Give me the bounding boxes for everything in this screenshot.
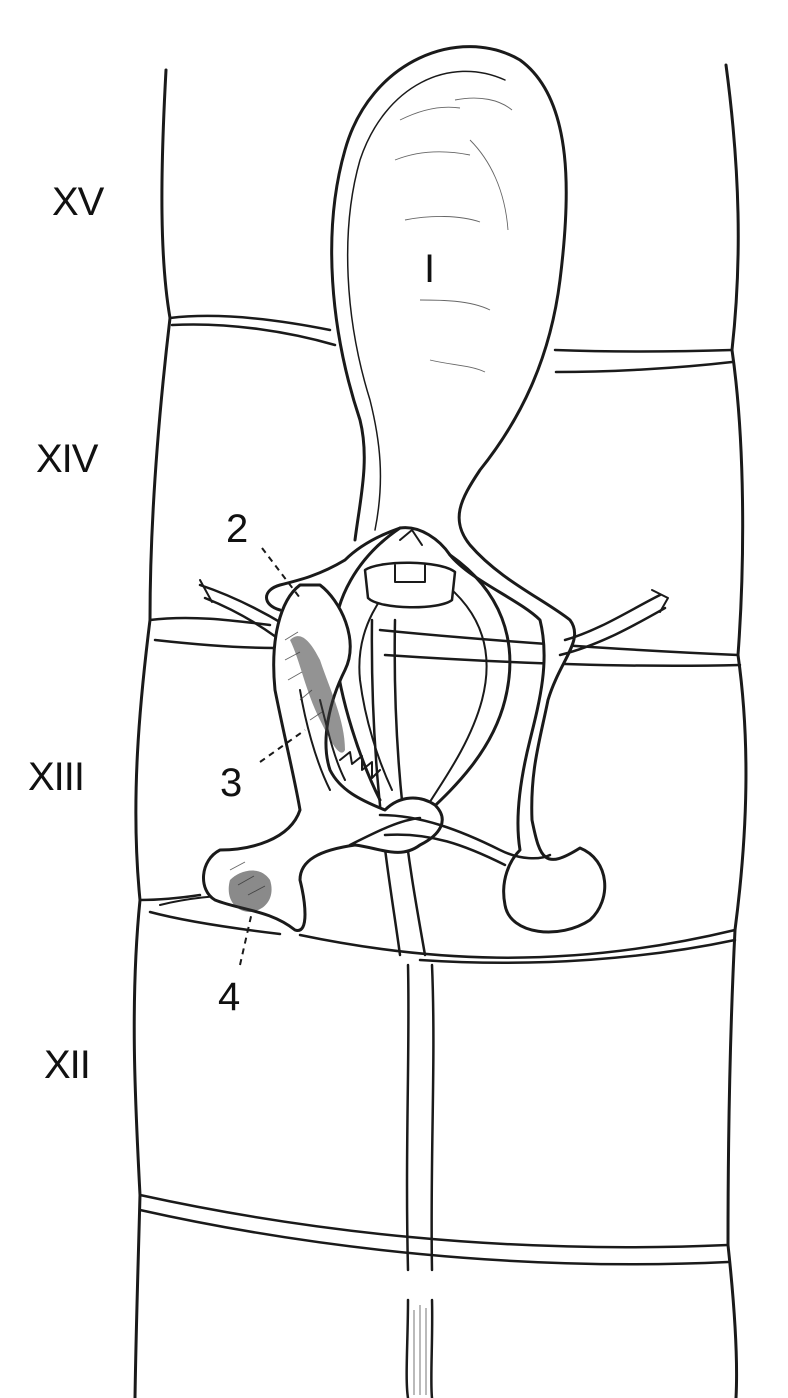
nerve-cord xyxy=(370,618,435,1398)
leader-3 xyxy=(259,729,306,763)
left-duct-structure xyxy=(202,583,552,932)
part-label-3: 3 xyxy=(220,761,242,805)
segment-boundaries xyxy=(138,314,742,1266)
leader-4 xyxy=(239,911,253,966)
segment-label-xiii: XIII xyxy=(28,755,84,799)
lateral-branches xyxy=(198,579,669,657)
segment-label-xiv: XIV xyxy=(36,437,99,481)
part-label-1: I xyxy=(424,247,435,291)
segment-label-xii: XII xyxy=(44,1043,90,1087)
segment-label-xv: XV xyxy=(52,180,105,224)
leader-lines xyxy=(239,547,306,966)
part-label-2: 2 xyxy=(226,507,248,551)
part-label-4: 4 xyxy=(218,975,240,1019)
